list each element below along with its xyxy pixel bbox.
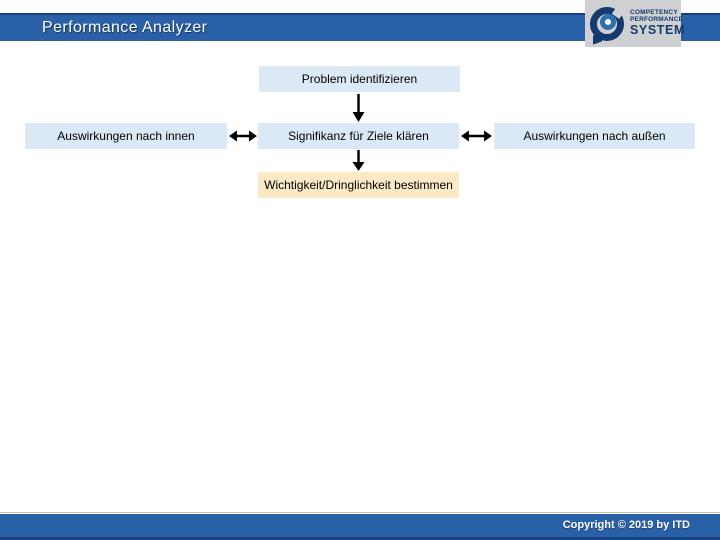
logo-line-competency: COMPETENCY: [630, 9, 678, 17]
copyright-text: Copyright © 2019 by ITD: [562, 519, 690, 531]
box-auswirkungen-aussen: Auswirkungen nach außen: [494, 123, 695, 149]
arrow-down-bottom-icon: [352, 150, 365, 171]
footer-bar: Copyright © 2019 by ITD: [0, 514, 720, 540]
logo-p-icon: [589, 4, 627, 45]
logo-text: COMPETENCY PERFORMANCE SYSTEM: [630, 10, 685, 37]
box-problem-identifizieren: Problem identifizieren: [259, 66, 460, 92]
arrow-double-left-icon: [229, 130, 257, 142]
box-auswirkungen-innen: Auswirkungen nach innen: [25, 123, 227, 149]
arrow-down-top-icon: [352, 94, 365, 122]
page-title: Performance Analyzer: [42, 19, 208, 36]
logo-line-performance: PERFORMANCE: [630, 15, 684, 23]
brand-logo: COMPETENCY PERFORMANCE SYSTEM: [585, 0, 684, 47]
box-wichtigkeit-dringlichkeit: Wichtigkeit/Dringlichkeit bestimmen: [258, 172, 459, 198]
logo-line-system: SYSTEM: [630, 23, 685, 38]
footer-divider: [0, 512, 720, 513]
box-signifikanz-ziele: Signifikanz für Ziele klären: [258, 123, 459, 149]
arrow-double-right-icon: [461, 130, 492, 142]
